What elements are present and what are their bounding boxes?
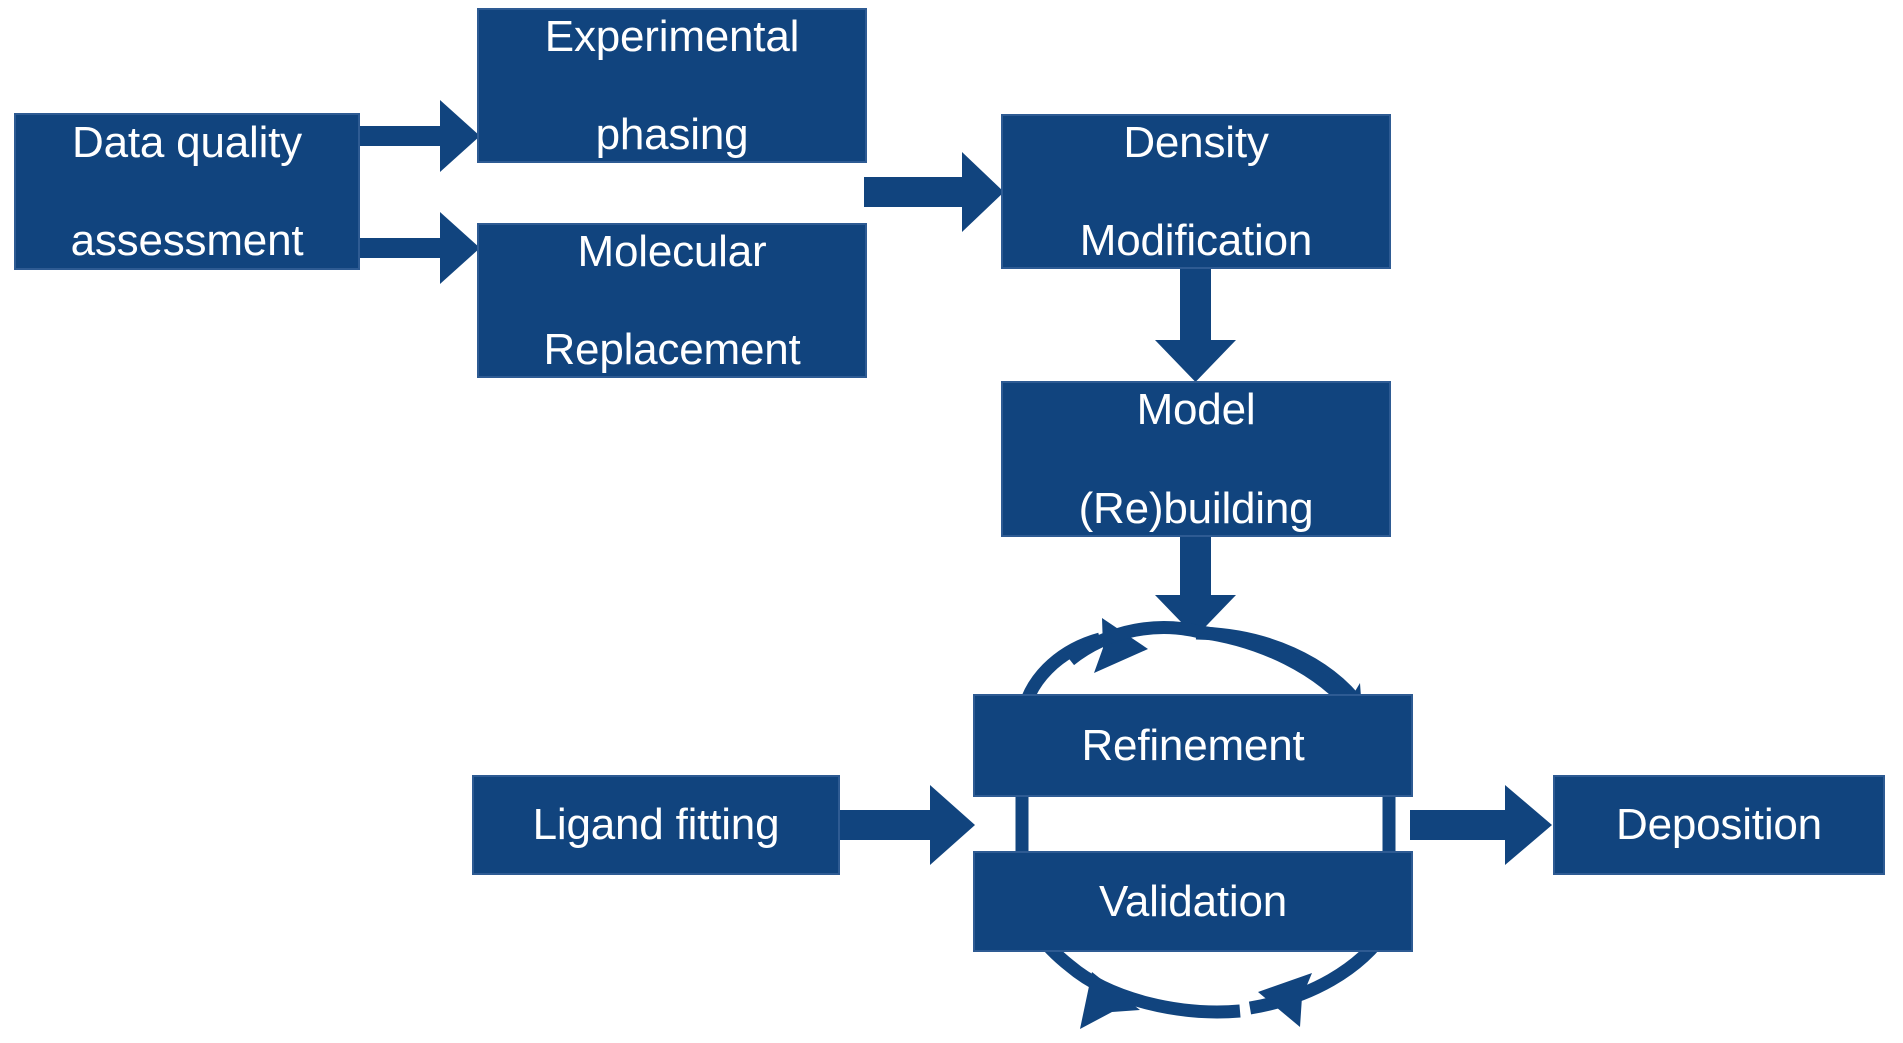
node-label-line2: Modification — [1079, 216, 1313, 266]
node-label: Deposition — [1616, 800, 1822, 850]
node-refinement[interactable]: Refinement — [973, 694, 1413, 797]
node-label-line2: (Re)building — [1078, 483, 1314, 533]
node-deposition[interactable]: Deposition — [1553, 775, 1885, 875]
arrow-ligand-fitting-to-cycle — [840, 785, 975, 865]
node-label-line1: Model — [1136, 385, 1256, 435]
node-label-line2: phasing — [595, 110, 749, 160]
node-label-line2: Replacement — [543, 325, 801, 375]
node-data-quality-assessment[interactable]: Data quality assessment — [14, 113, 360, 270]
node-label-line1: Experimental — [544, 11, 800, 61]
node-label-line1: Molecular — [577, 226, 767, 276]
node-label: Validation — [1099, 876, 1287, 926]
node-label-line1: Data quality — [72, 117, 302, 167]
node-validation[interactable]: Validation — [973, 851, 1413, 952]
arrow-density-modification-to-model-rebuilding — [1155, 268, 1236, 382]
arrow-phasing-to-density-modification — [864, 152, 1004, 232]
node-experimental-phasing[interactable]: Experimental phasing — [477, 8, 867, 163]
arrow-data-quality-to-experimental-phasing — [358, 100, 480, 172]
arrow-cycle-to-deposition — [1410, 785, 1552, 865]
node-label: Ligand fitting — [532, 800, 780, 850]
node-label-line1: Density — [1123, 117, 1269, 167]
node-model-rebuilding[interactable]: Model (Re)building — [1001, 381, 1391, 537]
node-ligand-fitting[interactable]: Ligand fitting — [472, 775, 840, 875]
node-label: Refinement — [1081, 720, 1305, 770]
arrow-model-rebuilding-to-refinement — [1155, 536, 1236, 637]
node-label-line2: assessment — [70, 216, 304, 266]
arrow-data-quality-to-molecular-replacement — [358, 212, 480, 284]
